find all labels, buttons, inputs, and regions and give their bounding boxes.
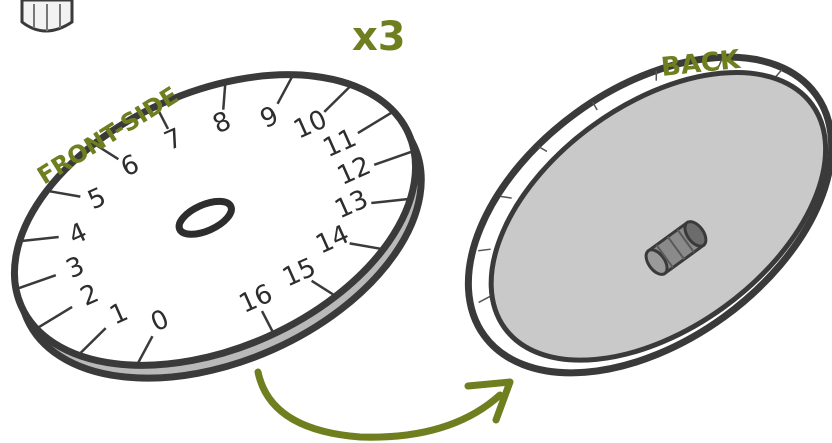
multiplier-label: x3: [352, 14, 406, 60]
curved-arrow-icon: [258, 372, 510, 437]
back-disc: [410, 0, 832, 437]
partial-knob-icon: [22, 0, 72, 31]
